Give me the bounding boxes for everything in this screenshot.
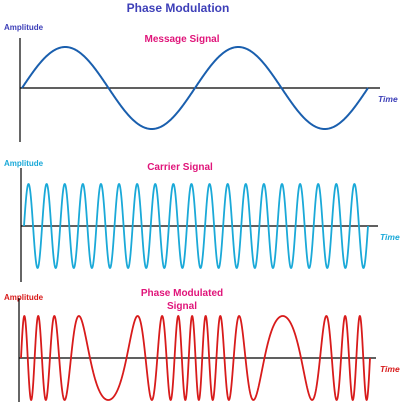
modulated-title-line2: Signal — [167, 301, 197, 312]
message-ylabel: Amplitude — [4, 23, 44, 32]
message-title: Message Signal — [144, 34, 219, 45]
carrier-ylabel: Amplitude — [4, 159, 44, 168]
modulated-waveform — [20, 314, 371, 402]
carrier-title: Carrier Signal — [147, 162, 213, 173]
message-waveform — [21, 45, 369, 131]
message-panel: Amplitude Message Signal Time — [4, 23, 398, 142]
modulated-panel: Amplitude Phase Modulated Signal Time — [4, 288, 400, 402]
diagram-title: Phase Modulation — [127, 1, 230, 15]
modulated-ylabel: Amplitude — [4, 293, 44, 302]
carrier-panel: Amplitude Carrier Signal Time — [4, 159, 400, 282]
carrier-waveform — [23, 183, 369, 269]
modulated-xlabel: Time — [380, 364, 400, 374]
modulated-title-line1: Phase Modulated — [141, 288, 223, 299]
carrier-xlabel: Time — [380, 232, 400, 242]
message-xlabel: Time — [378, 94, 398, 104]
